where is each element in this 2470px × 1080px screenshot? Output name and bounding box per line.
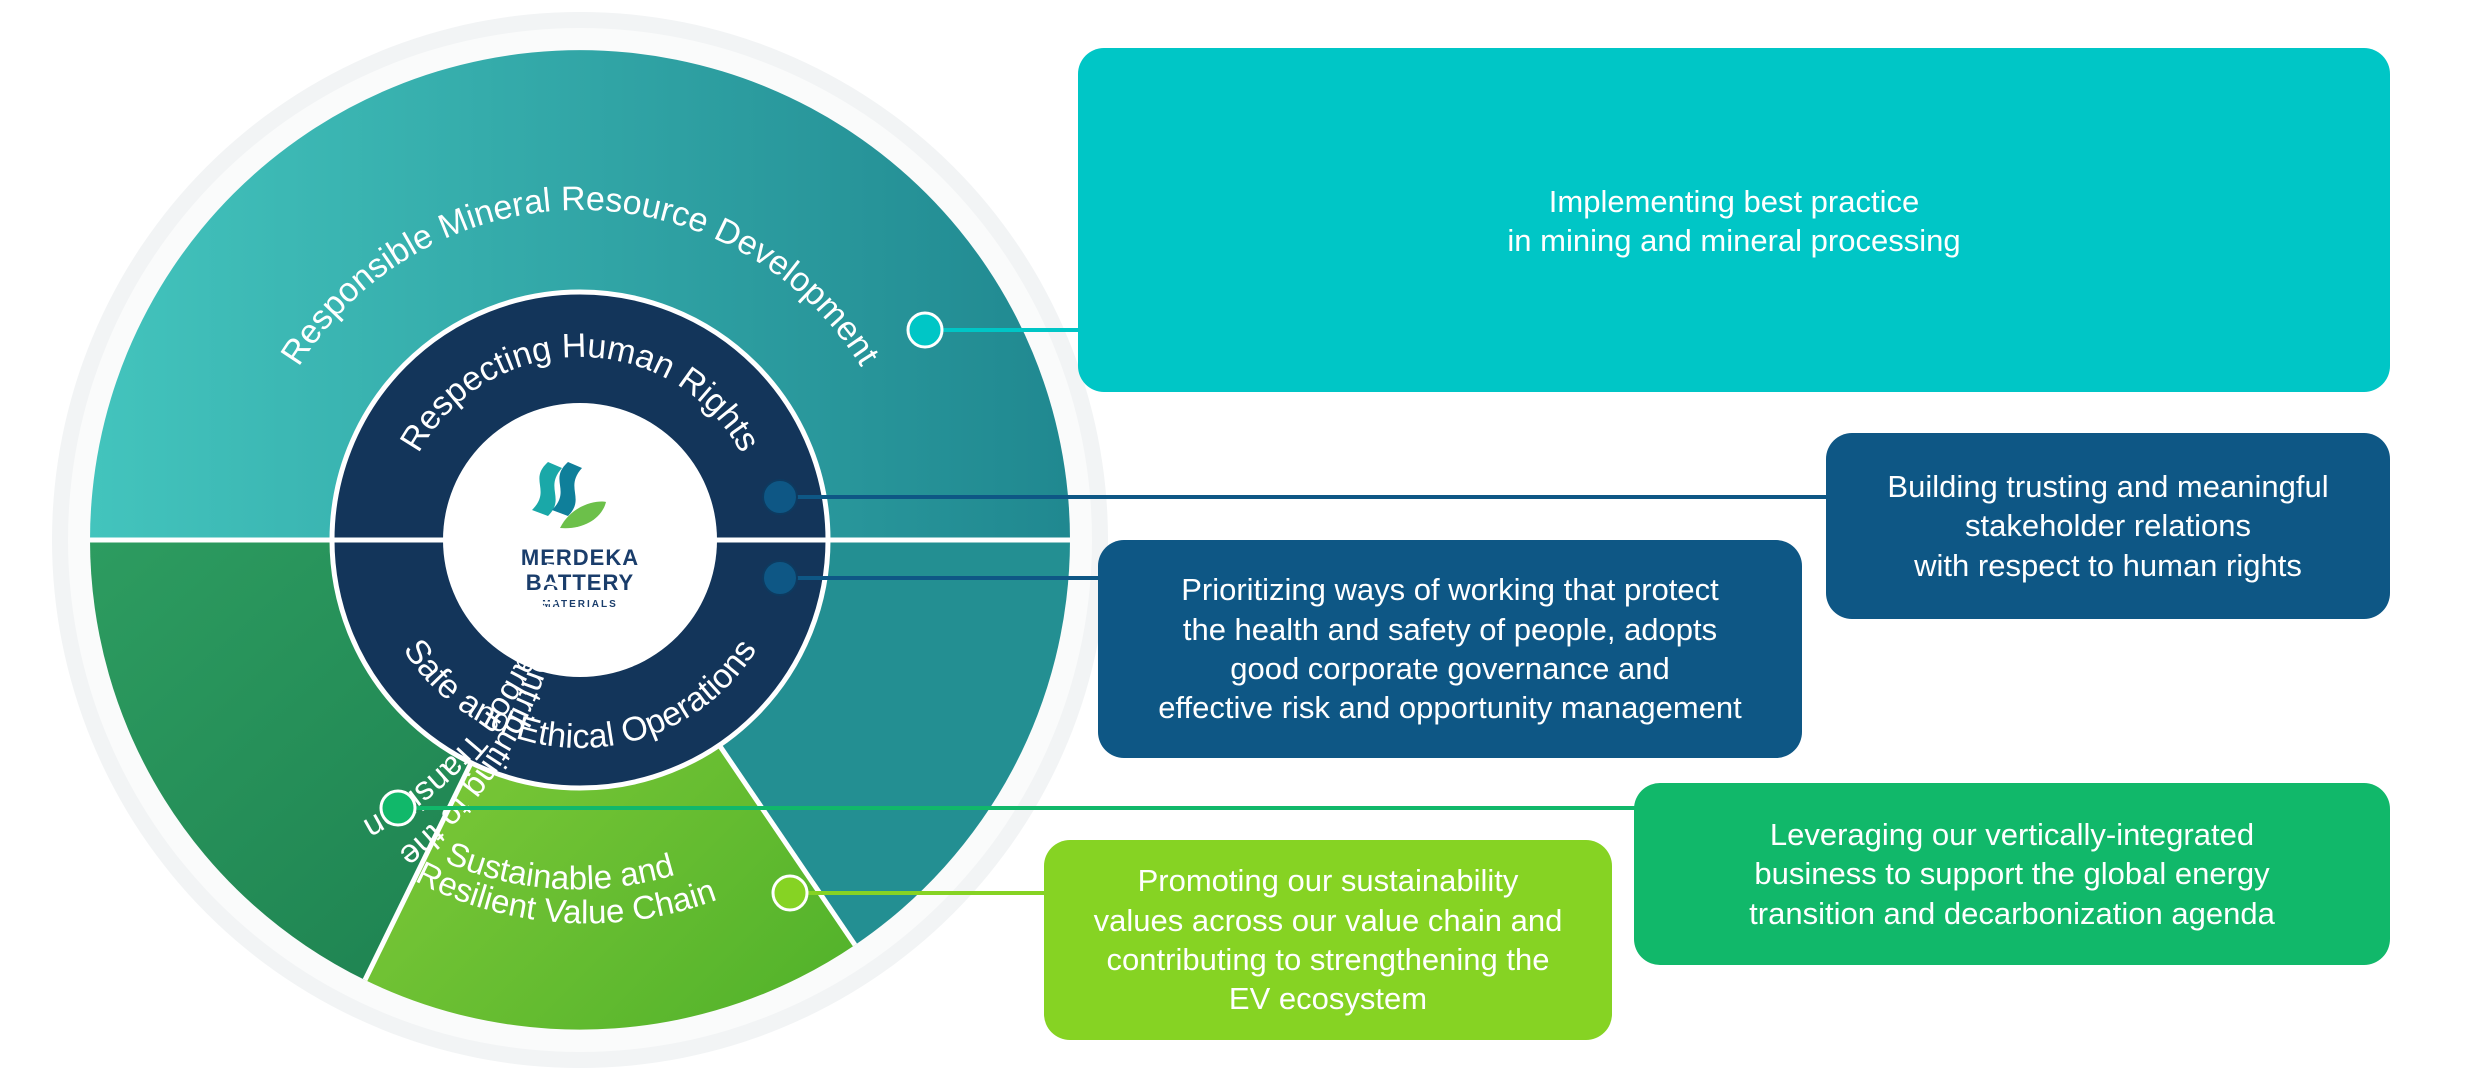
logo-line2: BATTERY (526, 570, 634, 595)
callout-safe-ops: Prioritizing ways of working that protec… (1098, 540, 1802, 758)
callout-mineral: Implementing best practice in mining and… (1078, 48, 2390, 392)
callout-human-rights: Building trusting and meaningful stakeho… (1826, 433, 2390, 619)
dot-safe-ops (762, 560, 798, 596)
logo-line1: MERDEKA (521, 545, 639, 570)
dot-mineral (906, 311, 944, 349)
callout-value-chain-text: Promoting our sustainability values acro… (1093, 863, 1563, 1017)
callout-low-carbon-text: Leveraging our vertically-integrated bus… (1749, 816, 2275, 931)
callout-safe-ops-text: Prioritizing ways of working that protec… (1158, 572, 1742, 726)
logo-disc (443, 403, 717, 677)
callout-low-carbon: Leveraging our vertically-integrated bus… (1634, 783, 2390, 965)
callout-human-rights-text: Building trusting and meaningful stakeho… (1887, 468, 2329, 583)
dot-human-rights (762, 479, 798, 515)
dot-value-chain (771, 874, 809, 912)
callout-mineral-text: Implementing best practice in mining and… (1507, 184, 1961, 259)
merdeka-logo-icon (532, 462, 606, 529)
callout-value-chain: Promoting our sustainability values acro… (1044, 840, 1612, 1040)
dot-low-carbon (379, 789, 417, 827)
logo-line3: MATERIALS (542, 599, 618, 610)
